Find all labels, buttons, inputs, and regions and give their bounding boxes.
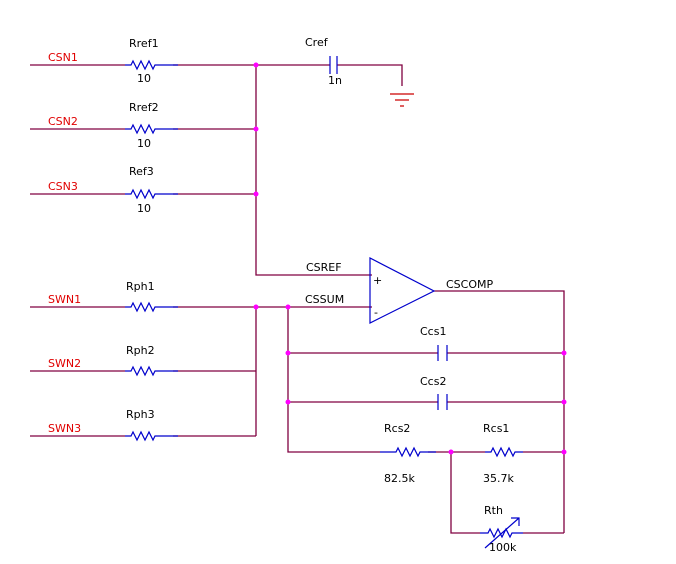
rcs1-name: Rcs1	[483, 422, 509, 435]
rth-thermistor[interactable]	[480, 517, 523, 549]
junction-dots	[253, 62, 567, 455]
net-label-csn3: CSN3	[48, 180, 78, 193]
net-label-csn1: CSN1	[48, 51, 78, 64]
cref-capacitor[interactable]	[329, 56, 338, 74]
rref2-resistor[interactable]	[125, 123, 178, 135]
opamp-plus-sign: +	[373, 274, 382, 287]
rth-value: 100k	[489, 541, 517, 554]
rref1-name: Rref1	[129, 37, 159, 50]
ref3-name: Ref3	[129, 165, 154, 178]
rph1-name: Rph1	[126, 280, 155, 293]
ground-symbol	[390, 93, 414, 107]
ccs2-name: Ccs2	[420, 375, 446, 388]
csn-wires	[30, 64, 403, 276]
swn-wires	[30, 306, 372, 437]
net-label-csref: CSREF	[306, 261, 342, 274]
rcs1-resistor[interactable]	[485, 446, 523, 458]
opamp[interactable]: + -	[369, 257, 436, 324]
rref1-value: 10	[137, 72, 151, 85]
rcs1-value: 35.7k	[483, 472, 514, 485]
ccs2-capacitor[interactable]	[437, 394, 448, 410]
rth-name: Rth	[484, 504, 503, 517]
rcs2-name: Rcs2	[384, 422, 410, 435]
net-label-cssum: CSSUM	[305, 293, 344, 306]
rref2-name: Rref2	[129, 101, 159, 114]
rph3-resistor[interactable]	[125, 430, 178, 442]
net-label-cscomp: CSCOMP	[446, 278, 493, 291]
ccs1-capacitor[interactable]	[437, 345, 448, 361]
rcs2-resistor[interactable]	[380, 446, 436, 458]
rref2-value: 10	[137, 137, 151, 150]
rref1-resistor[interactable]	[125, 59, 178, 71]
net-label-swn2: SWN2	[48, 357, 81, 370]
net-label-swn3: SWN3	[48, 422, 81, 435]
opamp-minus-sign: -	[374, 306, 378, 319]
rph1-resistor[interactable]	[125, 301, 178, 313]
rph3-name: Rph3	[126, 408, 155, 421]
ccs1-name: Ccs1	[420, 325, 446, 338]
cref-value: 1n	[328, 74, 342, 87]
rcs2-value: 82.5k	[384, 472, 415, 485]
ref3-resistor[interactable]	[125, 188, 178, 200]
rph2-name: Rph2	[126, 344, 155, 357]
cref-name: Cref	[305, 36, 329, 49]
rph2-resistor[interactable]	[125, 365, 178, 377]
ref3-value: 10	[137, 202, 151, 215]
net-label-swn1: SWN1	[48, 293, 81, 306]
net-label-csn2: CSN2	[48, 115, 78, 128]
